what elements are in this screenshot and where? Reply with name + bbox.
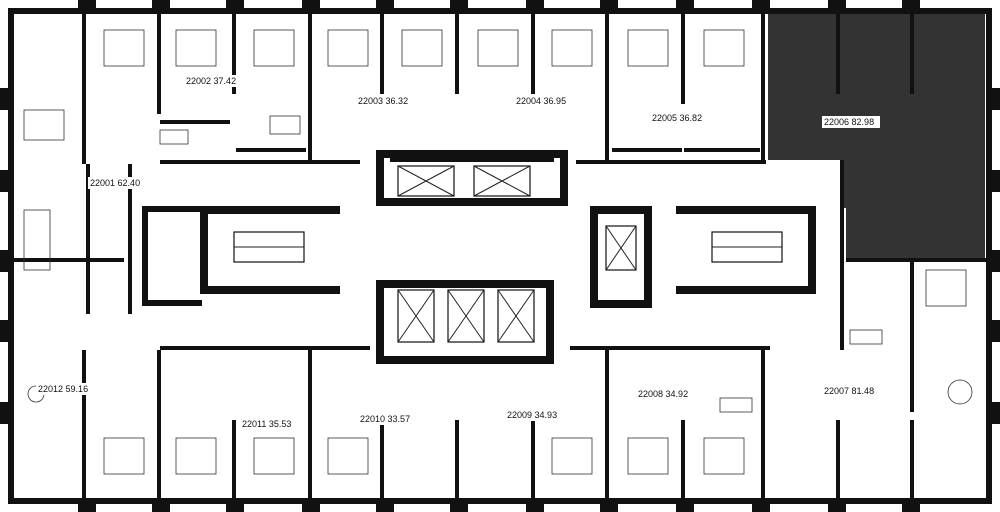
partition-walls — [14, 14, 986, 498]
unit-labels: 22001 62.40 22002 37.42 22003 36.32 2200… — [36, 75, 880, 430]
unit-label-22006[interactable]: 22006 82.98 — [822, 116, 880, 128]
svg-text:22012 59.16: 22012 59.16 — [38, 384, 88, 394]
unit-label-22003[interactable]: 22003 36.32 — [356, 95, 414, 107]
unit-label-22005[interactable]: 22005 36.82 — [650, 112, 708, 124]
unit-label-22001[interactable]: 22001 62.40 — [88, 177, 140, 189]
furniture — [23, 29, 973, 475]
unit-label-22009[interactable]: 22009 34.93 — [505, 409, 563, 421]
unit-label-22010[interactable]: 22010 33.57 — [358, 413, 416, 425]
unit-label-22012[interactable]: 22012 59.16 — [36, 383, 94, 395]
unit-label-22007[interactable]: 22007 81.48 — [822, 385, 880, 397]
svg-text:22001 62.40: 22001 62.40 — [90, 178, 140, 188]
svg-text:22007 81.48: 22007 81.48 — [824, 386, 874, 396]
svg-text:22008 34.92: 22008 34.92 — [638, 389, 688, 399]
svg-text:22011 35.53: 22011 35.53 — [242, 419, 291, 429]
unit-22006-highlight[interactable] — [768, 10, 985, 262]
svg-text:22002 37.42: 22002 37.42 — [186, 76, 236, 86]
unit-label-22002[interactable]: 22002 37.42 — [184, 75, 242, 87]
svg-text:22010 33.57: 22010 33.57 — [360, 414, 410, 424]
building-core — [142, 150, 816, 364]
svg-text:22005 36.82: 22005 36.82 — [652, 113, 702, 123]
svg-text:22004 36.95: 22004 36.95 — [516, 96, 566, 106]
svg-text:22003 36.32: 22003 36.32 — [358, 96, 408, 106]
svg-text:22009 34.93: 22009 34.93 — [507, 410, 557, 420]
unit-label-22011[interactable]: 22011 35.53 — [240, 418, 298, 430]
unit-label-22008[interactable]: 22008 34.92 — [636, 388, 694, 400]
svg-text:22006 82.98: 22006 82.98 — [824, 117, 874, 127]
unit-label-22004[interactable]: 22004 36.95 — [514, 95, 572, 107]
